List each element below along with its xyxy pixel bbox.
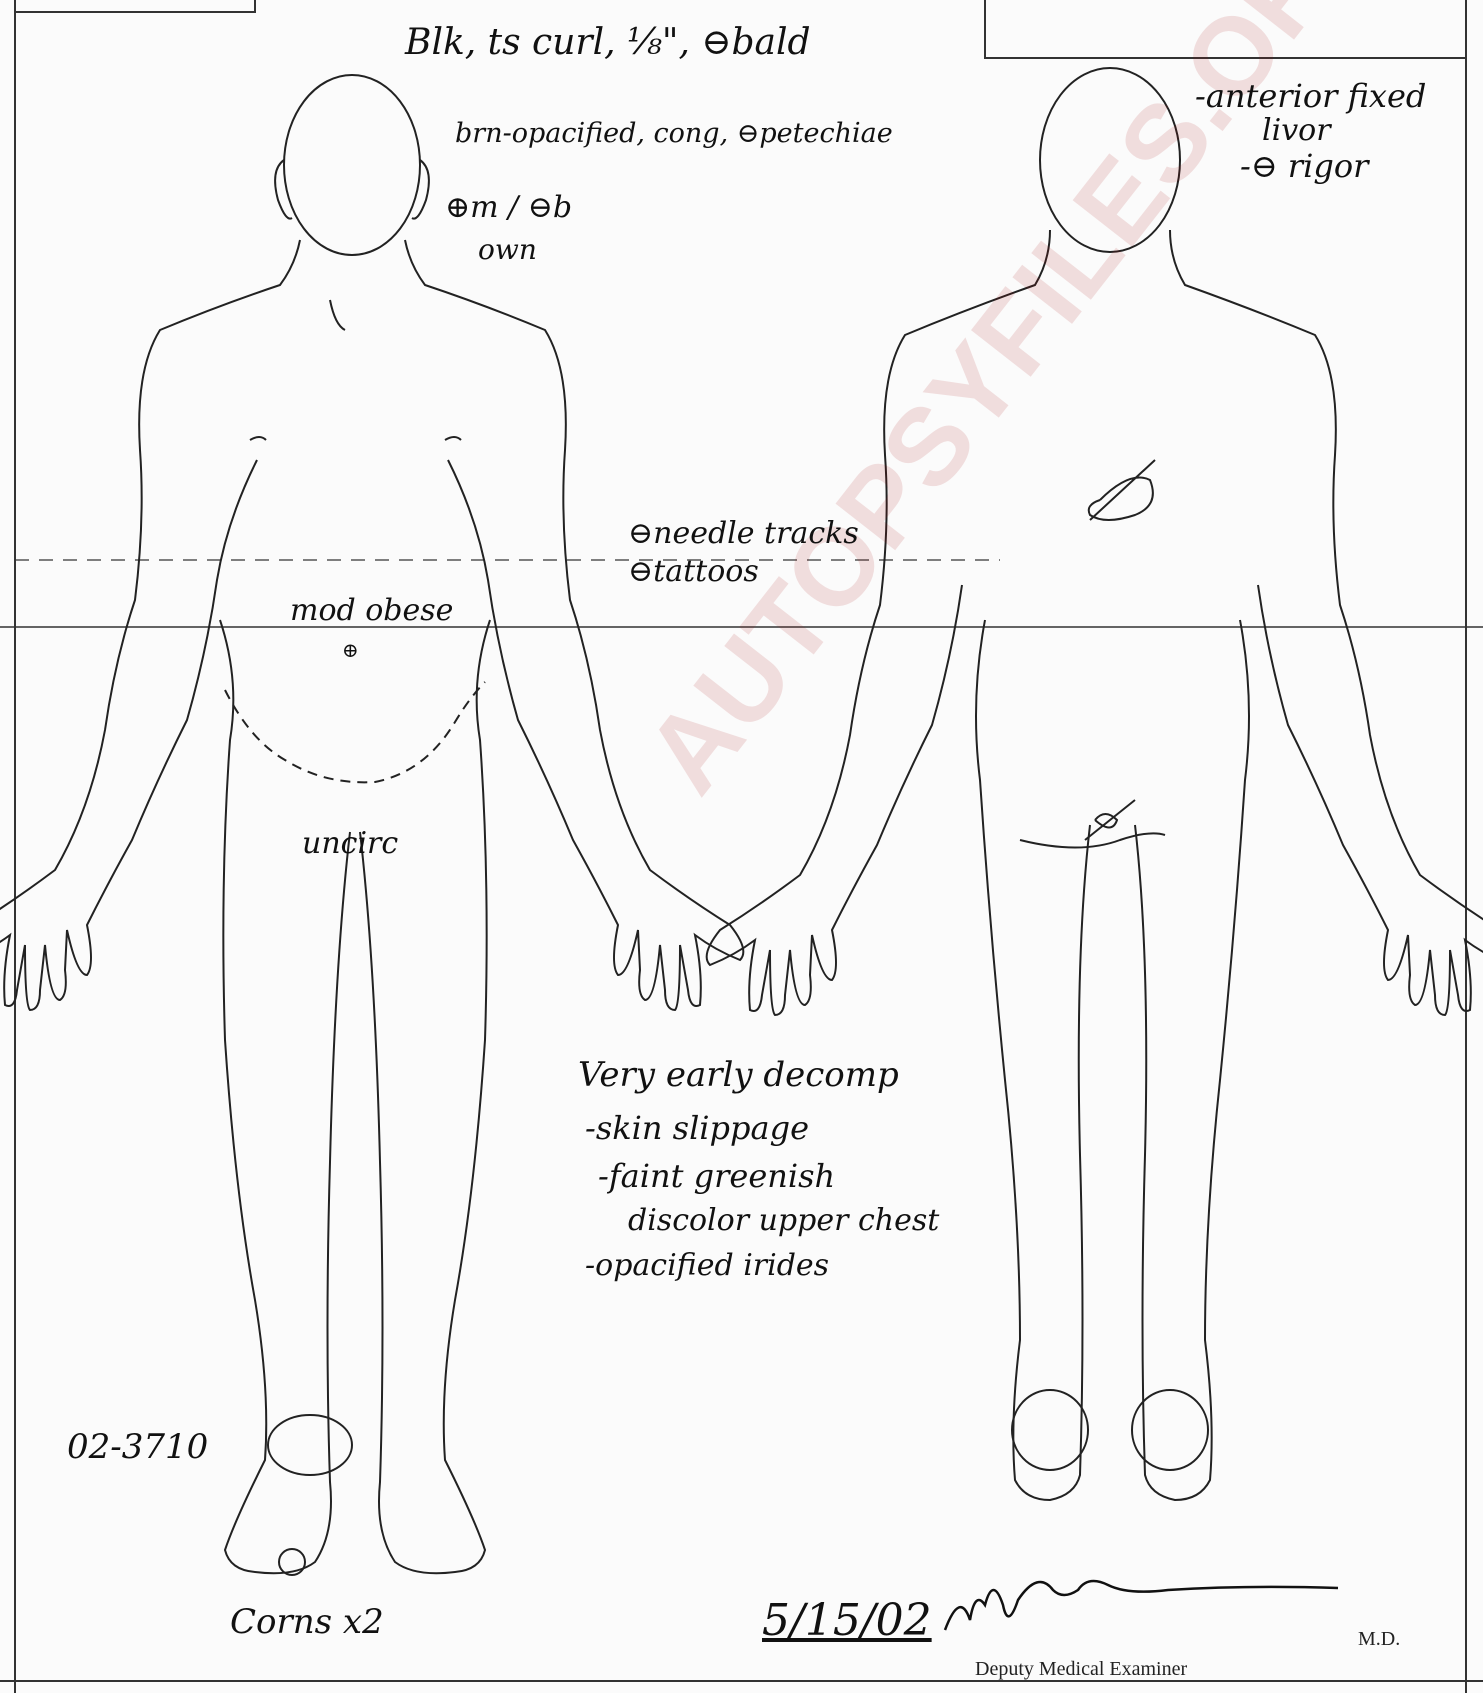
decomp-heading: Very early decomp xyxy=(578,1058,899,1094)
md-label: M.D. xyxy=(1358,1628,1400,1651)
decomp-item-4: -opacified irides xyxy=(585,1250,829,1282)
signature-graphic xyxy=(935,1575,1355,1645)
mustache-annotation: ⊕m / ⊖b xyxy=(445,192,572,224)
livor-annotation-line1: -anterior fixed xyxy=(1195,80,1426,114)
examiner-title: Deputy Medical Examiner xyxy=(975,1658,1187,1681)
signature-date: 5/15/02 xyxy=(762,1598,932,1644)
front-body-outline xyxy=(0,75,743,1575)
mouth-annotation: own xyxy=(478,235,537,264)
habitus-annotation: mod obese xyxy=(290,595,453,627)
umbilicus-mark: ⊕ xyxy=(342,640,359,661)
eyes-annotation: brn-opacified, cong, ⊖petechiae xyxy=(455,120,893,148)
rigor-annotation: -⊖ rigor xyxy=(1240,150,1368,184)
needle-tracks-annotation: ⊖needle tracks xyxy=(628,518,859,550)
tattoos-annotation: ⊖tattoos xyxy=(628,556,759,588)
case-number: 02-3710 xyxy=(67,1430,208,1466)
foot-annotation: Corns x2 xyxy=(230,1605,384,1641)
decomp-item-1: -skin slippage xyxy=(585,1112,809,1146)
decomp-item-2: -faint greenish xyxy=(598,1160,835,1194)
penis-annotation: uncirc xyxy=(302,828,398,860)
decomp-item-3: discolor upper chest xyxy=(628,1205,939,1237)
hair-annotation: Blk, ts curl, ⅛", ⊖bald xyxy=(405,24,811,62)
livor-annotation-line2: livor xyxy=(1262,115,1331,147)
